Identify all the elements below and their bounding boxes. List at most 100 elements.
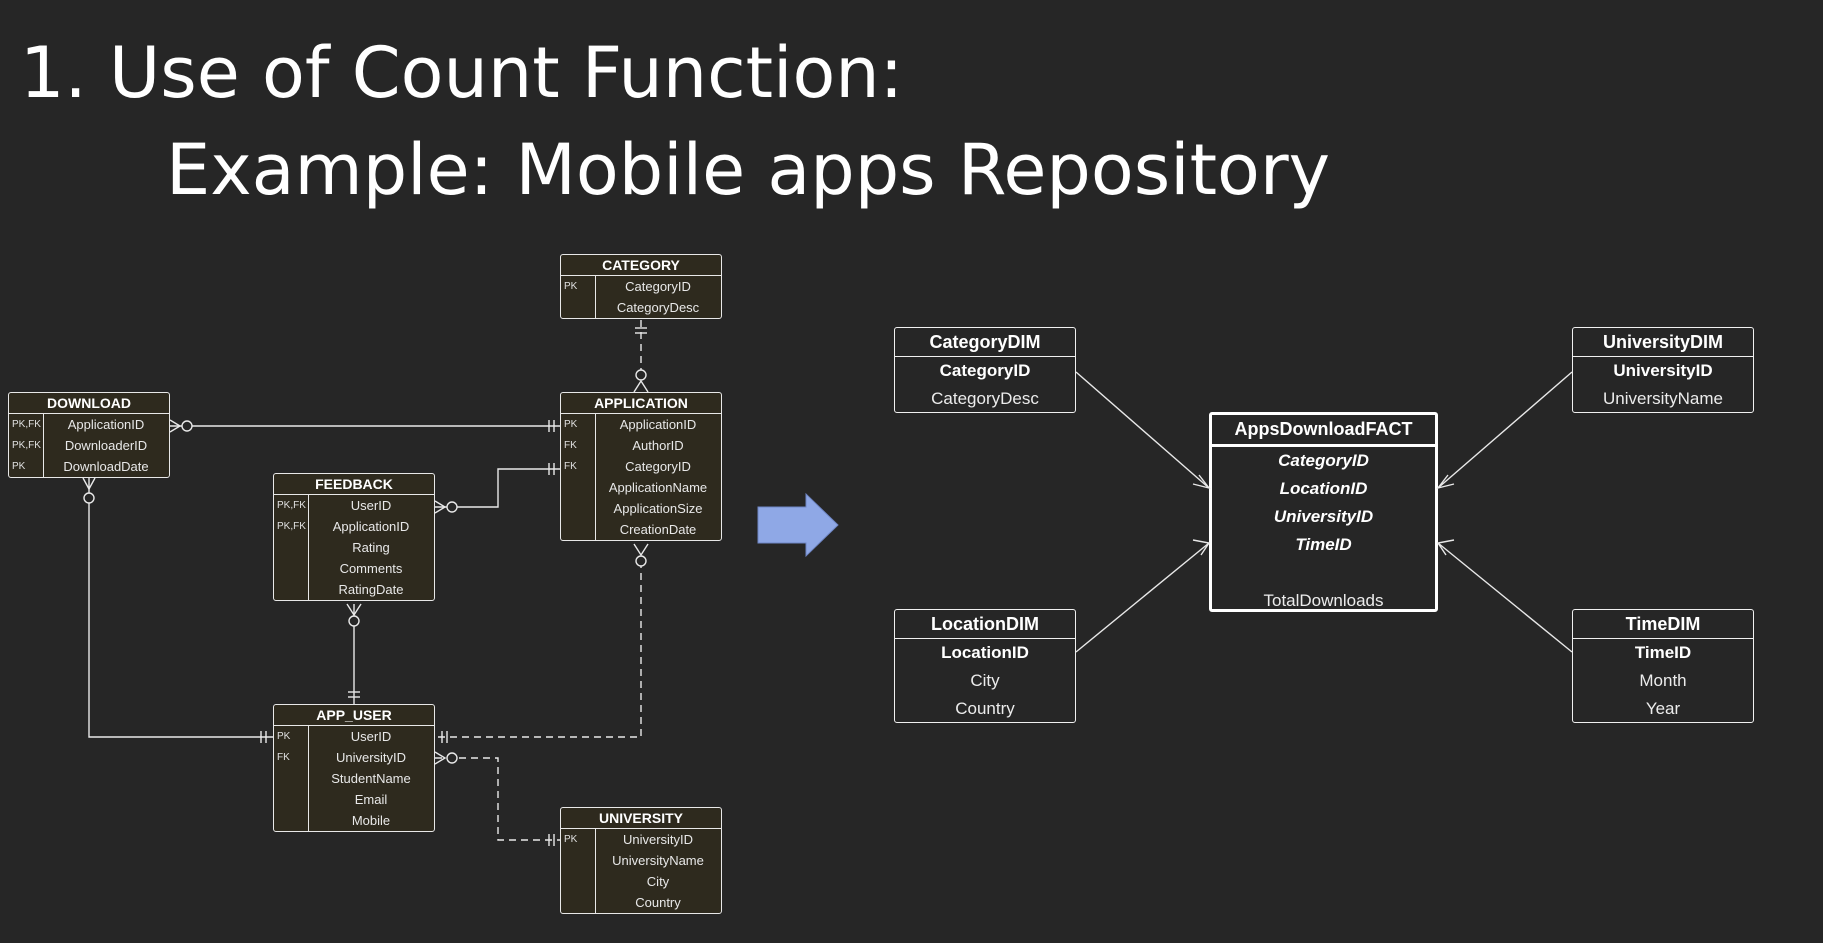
zero-mark bbox=[446, 501, 458, 513]
entity-row: City bbox=[561, 871, 721, 892]
dim-category: CategoryDIM CategoryID CategoryDesc bbox=[894, 327, 1076, 413]
rel-line-application-app-user bbox=[435, 561, 642, 738]
key-label: PK,FK bbox=[12, 419, 41, 430]
dim-attribute: Month bbox=[1639, 671, 1687, 690]
slide-subtitle: Example: Mobile apps Repository bbox=[166, 129, 1331, 211]
fact-key: LocationID bbox=[1279, 479, 1368, 498]
many-mark bbox=[82, 477, 96, 491]
fact-key: TimeID bbox=[1295, 535, 1352, 554]
transform-arrow bbox=[757, 492, 839, 558]
connector-time-fact bbox=[1437, 542, 1573, 653]
zero-mark bbox=[181, 420, 193, 432]
many-mark bbox=[169, 419, 182, 433]
key-label: PK bbox=[277, 731, 291, 742]
entity-header: DOWNLOAD bbox=[9, 393, 169, 414]
many-mark bbox=[1436, 474, 1455, 490]
field-label: UniversityName bbox=[612, 853, 704, 868]
dim-header: CategoryDIM bbox=[895, 328, 1075, 357]
entity-row: PK,FK DownloaderID bbox=[9, 435, 169, 456]
key-label: PK bbox=[564, 281, 578, 292]
field-label: CategoryID bbox=[625, 459, 691, 474]
field-label: UniversityID bbox=[622, 832, 694, 847]
many-mark bbox=[1192, 474, 1211, 490]
connector-university-fact bbox=[1437, 371, 1573, 489]
entity-header: APP_USER bbox=[274, 705, 434, 726]
key-label: PK,FK bbox=[12, 440, 41, 451]
many-mark bbox=[434, 500, 447, 514]
entity-row: FK UniversityID bbox=[274, 747, 434, 768]
field-label: CategoryDesc bbox=[616, 300, 700, 315]
field-label: CategoryID bbox=[625, 279, 691, 294]
key-label: PK bbox=[564, 419, 578, 430]
dim-attribute: UniversityName bbox=[1603, 389, 1723, 408]
entity-row: PK CategoryID bbox=[561, 276, 721, 297]
connector-location-fact bbox=[1075, 542, 1210, 653]
many-mark bbox=[1192, 539, 1211, 556]
zero-mark bbox=[446, 752, 458, 764]
field-label: ApplicationName bbox=[608, 480, 708, 495]
field-label: Country bbox=[635, 895, 681, 910]
entity-download: DOWNLOAD PK,FK ApplicationID PK,FK Downloa… bbox=[8, 392, 170, 478]
dim-header: TimeDIM bbox=[1573, 610, 1753, 639]
entity-row: StudentName bbox=[274, 768, 434, 789]
entity-row: Mobile bbox=[274, 810, 434, 831]
dim-attribute: City bbox=[970, 671, 1000, 690]
rel-line-feedback-application bbox=[435, 468, 560, 508]
entity-header: UNIVERSITY bbox=[561, 808, 721, 829]
entity-row: PK,FK ApplicationID bbox=[9, 414, 169, 435]
entity-row: CreationDate bbox=[561, 519, 721, 540]
dim-attribute: Year bbox=[1645, 699, 1681, 718]
entity-application: APPLICATION PK ApplicationID FK AuthorID F… bbox=[560, 392, 722, 541]
key-label: FK bbox=[277, 752, 290, 763]
entity-row: PK UserID bbox=[274, 726, 434, 747]
entity-row: ApplicationName bbox=[561, 477, 721, 498]
fact-table: AppsDownloadFACT CategoryID LocationID U… bbox=[1209, 412, 1438, 612]
key-label: FK bbox=[564, 461, 577, 472]
dim-header: LocationDIM bbox=[895, 610, 1075, 639]
field-label: RatingDate bbox=[338, 582, 404, 597]
entity-row: ApplicationSize bbox=[561, 498, 721, 519]
entity-row: PK ApplicationID bbox=[561, 414, 721, 435]
field-label: CreationDate bbox=[619, 522, 697, 537]
slide-title: 1. Use of Count Function: bbox=[20, 32, 904, 114]
field-label: Email bbox=[354, 792, 388, 807]
key-label: FK bbox=[564, 440, 577, 451]
zero-mark bbox=[83, 492, 95, 504]
dim-attribute: CategoryDesc bbox=[931, 389, 1039, 408]
key-label: PK bbox=[12, 461, 26, 472]
field-label: UserID bbox=[350, 729, 392, 744]
many-mark bbox=[346, 603, 362, 617]
fact-measure: TotalDownloads bbox=[1263, 591, 1384, 610]
entity-header: APPLICATION bbox=[561, 393, 721, 414]
field-label: ApplicationID bbox=[619, 417, 697, 432]
field-label: UserID bbox=[350, 498, 392, 513]
dim-header: UniversityDIM bbox=[1573, 328, 1753, 357]
entity-row: UniversityName bbox=[561, 850, 721, 871]
key-label: PK,FK bbox=[277, 500, 306, 511]
entity-row: Rating bbox=[274, 537, 434, 558]
entity-row: CategoryDesc bbox=[561, 297, 721, 318]
many-mark bbox=[1436, 539, 1455, 556]
dim-attribute: Country bbox=[955, 699, 1015, 718]
field-label: Mobile bbox=[351, 813, 391, 828]
field-label: DownloaderID bbox=[64, 438, 148, 453]
field-label: AuthorID bbox=[632, 438, 684, 453]
field-label: ApplicationID bbox=[67, 417, 145, 432]
dim-key: TimeID bbox=[1634, 643, 1692, 662]
entity-app-user: APP_USER PK UserID FK UniversityID Student… bbox=[273, 704, 435, 832]
entity-row: Country bbox=[561, 892, 721, 913]
dim-time: TimeDIM TimeID Month Year bbox=[1572, 609, 1754, 723]
many-mark bbox=[633, 379, 649, 393]
field-label: Comments bbox=[339, 561, 403, 576]
many-mark bbox=[633, 543, 649, 557]
field-label: UniversityID bbox=[335, 750, 407, 765]
fact-header: AppsDownloadFACT bbox=[1212, 415, 1435, 447]
dim-key: UniversityID bbox=[1613, 361, 1713, 380]
